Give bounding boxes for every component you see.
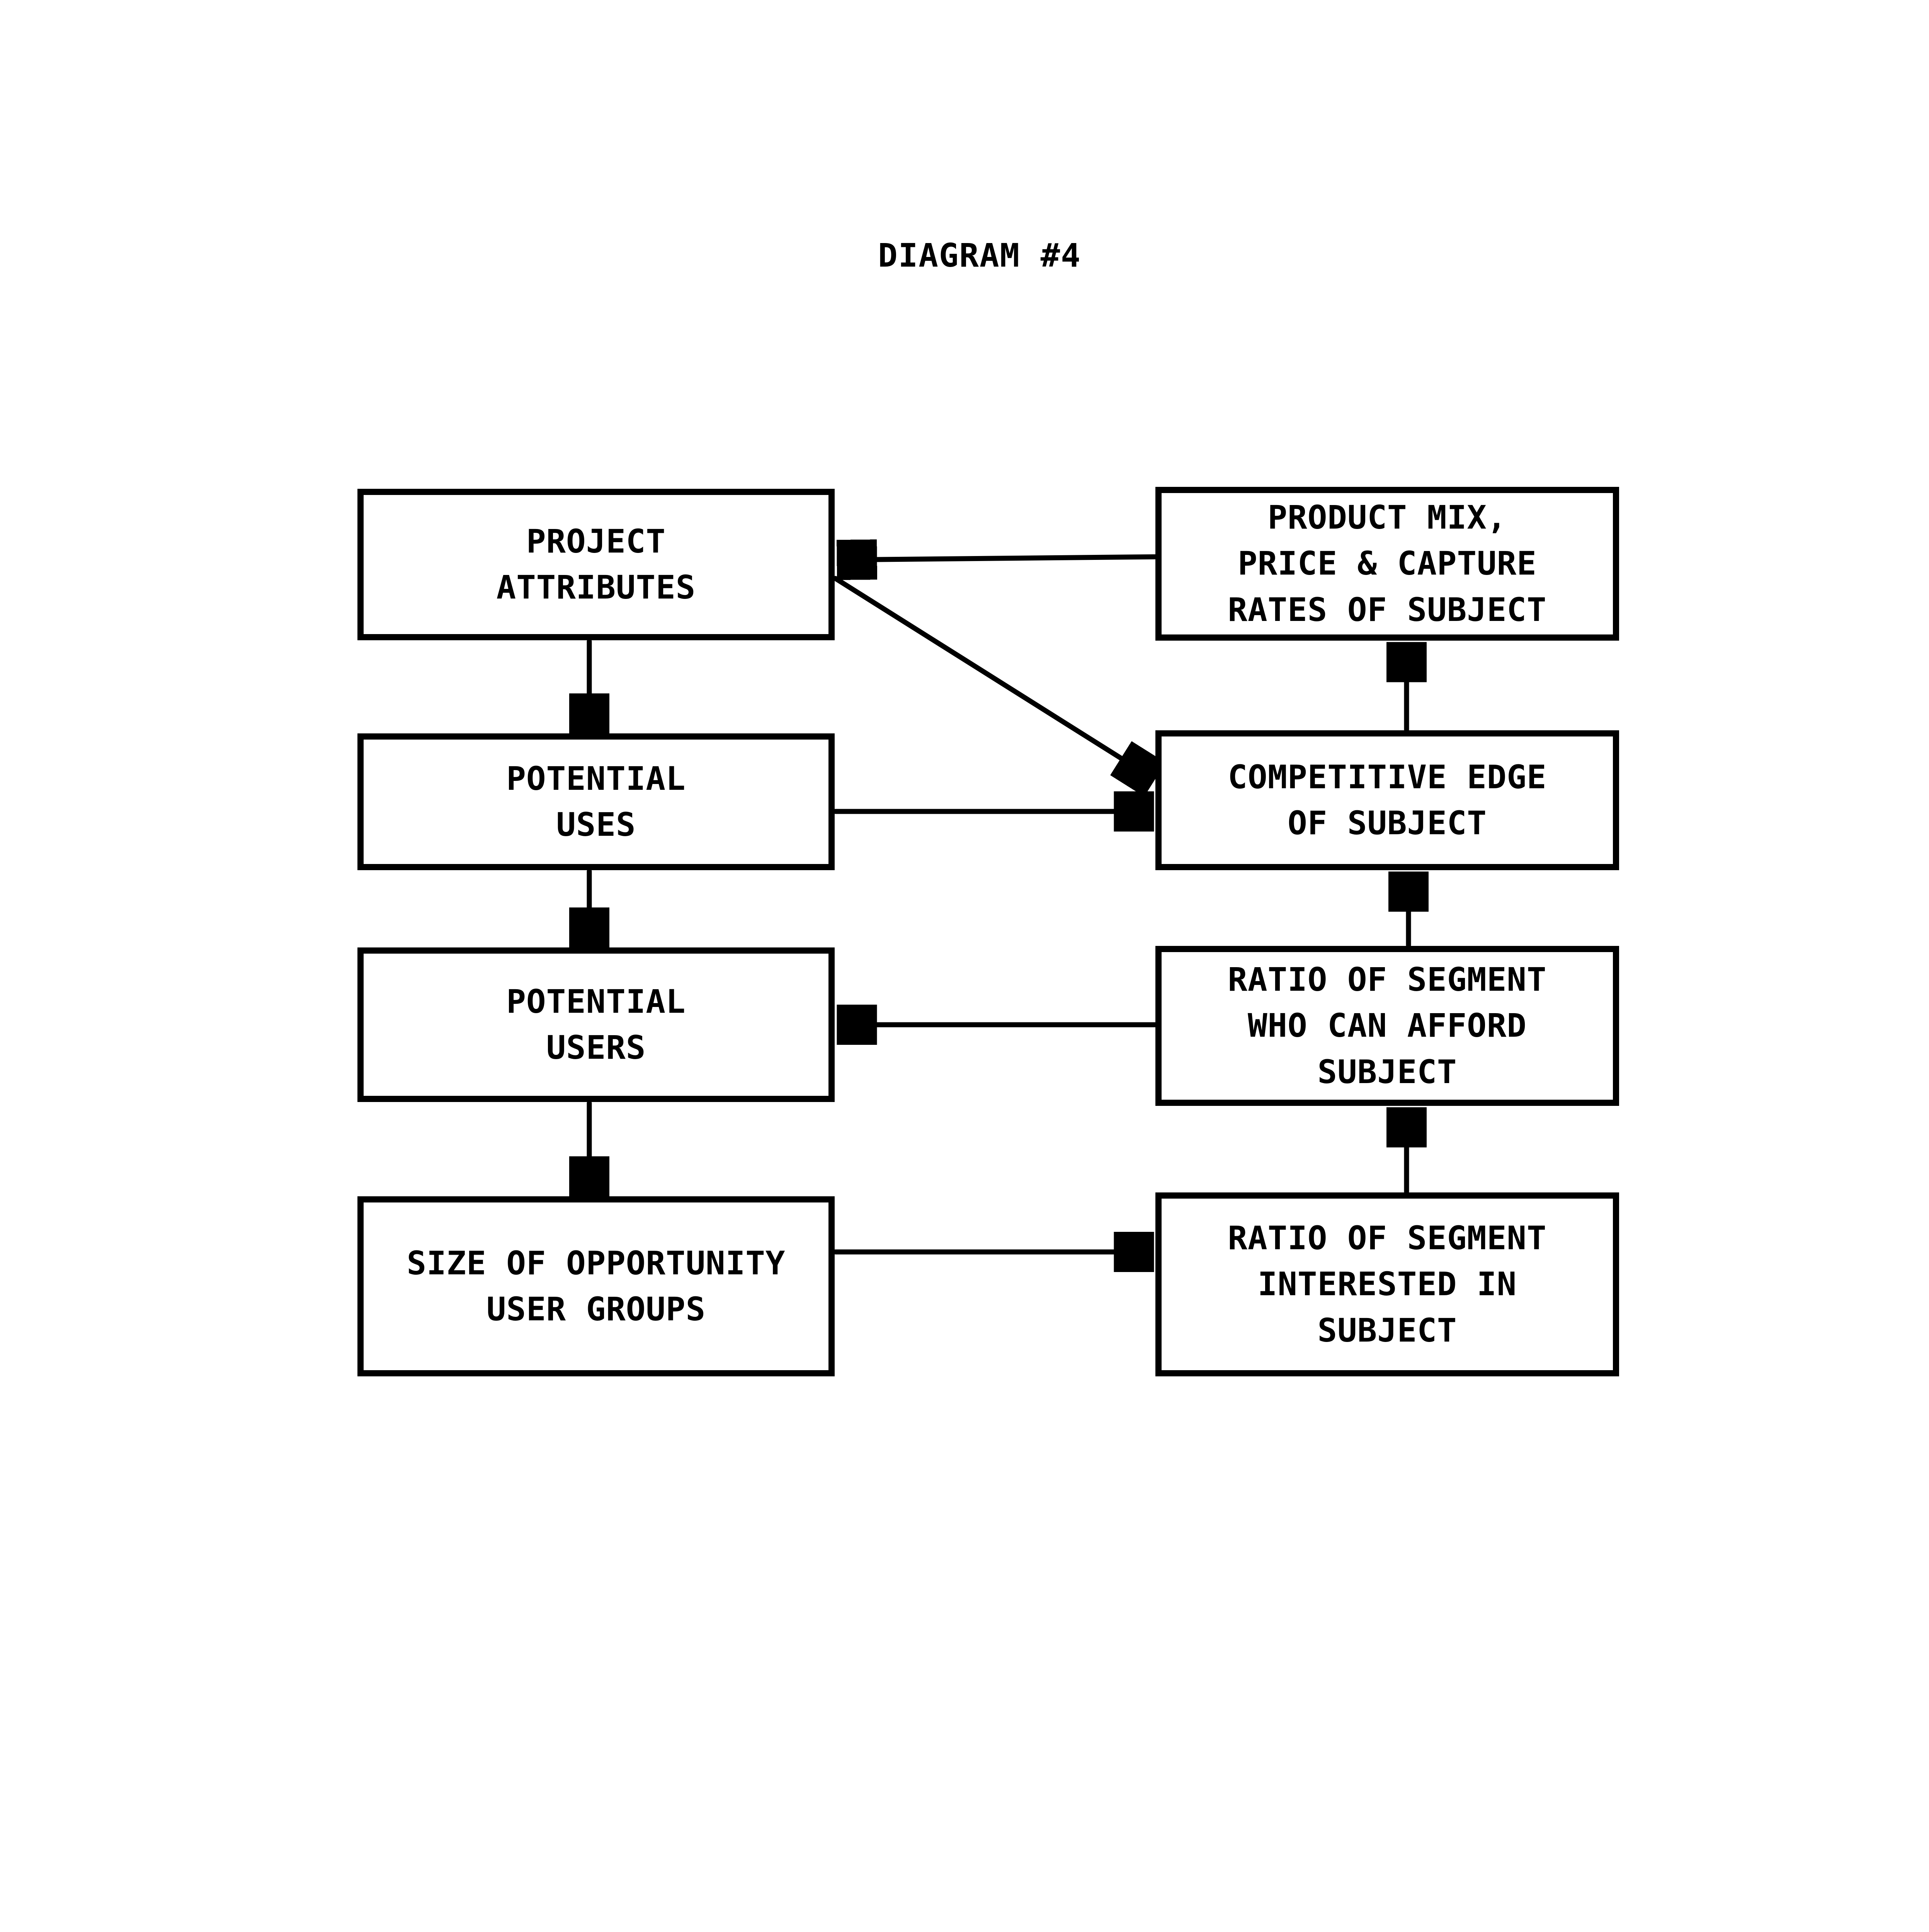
box-potential-users-label: POTENTIAL USERS xyxy=(506,982,686,1066)
diagram-title: DIAGRAM #4 xyxy=(878,236,1081,274)
box-product-mix-price-capture-rates: PRODUCT MIX, PRICE & CAPTURE RATES OF SU… xyxy=(1155,487,1619,641)
box-product-mix-price-capture-rates-label: PRODUCT MIX, PRICE & CAPTURE RATES OF SU… xyxy=(1228,498,1547,629)
box-ratio-of-segment-who-can-afford: RATIO OF SEGMENT WHO CAN AFFORD SUBJECT xyxy=(1155,946,1619,1106)
box-project-attributes-label: PROJECT ATTRIBUTES xyxy=(496,522,696,606)
edge-project-attributes-to-competitive-edge xyxy=(833,576,1152,777)
box-competitive-edge-of-subject: COMPETITIVE EDGE OF SUBJECT xyxy=(1155,730,1619,870)
box-size-of-opportunity-user-groups: SIZE OF OPPORTUNITY USER GROUPS xyxy=(357,1196,835,1376)
box-potential-users: POTENTIAL USERS xyxy=(357,947,835,1102)
box-potential-uses: POTENTIAL USES xyxy=(357,733,835,870)
box-ratio-of-segment-who-can-afford-label: RATIO OF SEGMENT WHO CAN AFFORD SUBJECT xyxy=(1228,961,1547,1091)
box-potential-uses-label: POTENTIAL USES xyxy=(506,759,686,844)
box-ratio-of-segment-interested-label: RATIO OF SEGMENT INTERESTED IN SUBJECT xyxy=(1228,1219,1547,1349)
box-project-attributes: PROJECT ATTRIBUTES xyxy=(357,489,835,640)
edge-product-mix-to-project-attributes xyxy=(841,557,1158,560)
box-competitive-edge-of-subject-label: COMPETITIVE EDGE OF SUBJECT xyxy=(1228,758,1547,842)
box-ratio-of-segment-interested: RATIO OF SEGMENT INTERESTED IN SUBJECT xyxy=(1155,1192,1619,1376)
box-size-of-opportunity-user-groups-label: SIZE OF OPPORTUNITY USER GROUPS xyxy=(407,1244,786,1328)
